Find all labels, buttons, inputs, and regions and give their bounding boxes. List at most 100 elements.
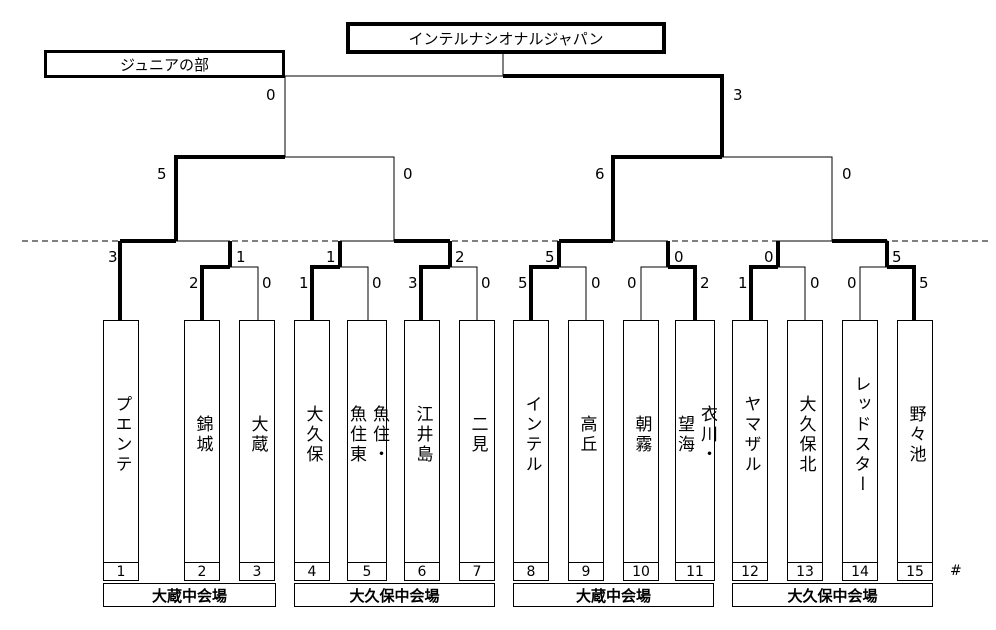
score-team-15: 5 — [919, 274, 929, 292]
champion-box: インテルナシオナルジャパン — [346, 22, 666, 54]
score-team-5: 0 — [372, 274, 382, 292]
team-number-15: 15 — [898, 562, 932, 580]
line-team-2 — [200, 265, 230, 322]
team-box-6: 江井島 6 — [404, 320, 440, 581]
score-m23: 1 — [236, 248, 246, 266]
team-name-col1: 魚住・ — [369, 405, 389, 465]
champion-name: インテルナシオナルジャパン — [408, 29, 604, 48]
line-team-13 — [778, 266, 806, 322]
team-name-5: 魚住・魚住東 — [346, 321, 389, 549]
team-number-14: 14 — [843, 562, 877, 580]
team-name-12: ヤマザル — [740, 395, 761, 475]
footnote-mark: # — [950, 563, 962, 579]
division-label: ジュニアの部 — [120, 55, 209, 74]
team-name-7: 二見 — [467, 415, 488, 455]
team-number-6: 6 — [405, 562, 439, 580]
line-team-14 — [859, 266, 887, 322]
team-box-7: 二見 7 — [459, 320, 495, 581]
score-s1: 5 — [157, 165, 167, 183]
team-name-8: インテル — [521, 395, 542, 475]
score-m67: 2 — [455, 248, 465, 266]
team-box-1: プエンテ 1 — [103, 320, 139, 581]
score-f2: 3 — [733, 86, 743, 104]
score-team-3: 0 — [262, 274, 272, 292]
team-name-14: レッドスター — [850, 375, 871, 495]
s1-right — [285, 156, 395, 241]
score-team-12: 1 — [738, 274, 748, 292]
score-f1: 0 — [266, 86, 276, 104]
line-team-12 — [749, 265, 778, 322]
score-s3: 6 — [595, 165, 605, 183]
team-number-11: 11 — [676, 562, 714, 580]
score-m1011: 0 — [674, 248, 684, 266]
final-left — [284, 75, 503, 157]
team-number-1: 1 — [104, 562, 138, 580]
team-name-col1: 衣川・ — [697, 405, 717, 465]
team-number-7: 7 — [460, 562, 494, 580]
venue-2: 大久保中会場 — [294, 583, 495, 607]
score-m89: 5 — [545, 248, 555, 266]
line-team-3 — [230, 266, 259, 322]
team-box-8: インテル 8 — [513, 320, 549, 581]
score-team-11: 2 — [700, 274, 710, 292]
team-number-3: 3 — [240, 562, 274, 580]
team-box-11: 衣川・望海 11 — [674, 320, 717, 581]
team-box-9: 高丘 9 — [568, 320, 604, 581]
team-name-11: 衣川・望海 — [674, 321, 717, 549]
team-box-4: 大久保 4 — [294, 320, 330, 581]
score-team-6: 3 — [408, 274, 418, 292]
score-team-7: 0 — [481, 274, 491, 292]
team-number-2: 2 — [185, 562, 219, 580]
line-team-7 — [450, 266, 478, 322]
line-team-4 — [310, 265, 340, 322]
line-team-6 — [419, 265, 450, 322]
score-team-9: 0 — [591, 274, 601, 292]
team-name-6: 江井島 — [412, 405, 433, 465]
team-name-1: プエンテ — [111, 395, 132, 475]
team-box-12: ヤマザル 12 — [732, 320, 768, 581]
score-team-1: 3 — [108, 248, 118, 266]
score-m45: 1 — [326, 248, 336, 266]
team-box-14: レッドスター 14 — [842, 320, 878, 581]
team-box-5: 魚住・魚住東 5 — [346, 320, 389, 581]
score-team-2: 2 — [189, 274, 199, 292]
team-name-col2: 望海 — [674, 415, 694, 455]
score-team-10: 0 — [627, 274, 637, 292]
score-team-4: 1 — [299, 274, 309, 292]
line-team-5 — [340, 266, 369, 322]
team-number-5: 5 — [348, 562, 386, 580]
team-name-15: 野々池 — [905, 405, 926, 465]
line-team-8 — [529, 265, 559, 322]
score-s4: 0 — [842, 165, 852, 183]
team-number-10: 10 — [624, 562, 658, 580]
team-name-9: 高丘 — [576, 415, 597, 455]
score-team-13: 0 — [810, 274, 820, 292]
venue-1: 大蔵中会場 — [103, 583, 276, 607]
score-team-8: 5 — [518, 274, 528, 292]
team-box-2: 錦城 2 — [184, 320, 220, 581]
team-name-10: 朝霧 — [631, 415, 652, 455]
venue-3: 大蔵中会場 — [513, 583, 714, 607]
team-number-4: 4 — [295, 562, 329, 580]
score-m1213: 0 — [764, 248, 774, 266]
team-number-13: 13 — [788, 562, 822, 580]
team-number-12: 12 — [733, 562, 767, 580]
line-team-9 — [559, 266, 587, 322]
final-right — [503, 74, 724, 157]
team-number-9: 9 — [569, 562, 603, 580]
s2-right — [722, 156, 833, 241]
team-name-col2: 魚住東 — [346, 405, 366, 465]
score-s2: 0 — [403, 165, 413, 183]
team-name-4: 大久保 — [302, 405, 323, 465]
s2-left — [611, 155, 722, 241]
line-team-11 — [668, 265, 697, 322]
team-name-2: 錦城 — [192, 415, 213, 455]
team-number-8: 8 — [514, 562, 548, 580]
score-team-14: 0 — [847, 274, 857, 292]
line-team-15 — [887, 265, 916, 322]
team-box-10: 朝霧 10 — [623, 320, 659, 581]
s1-left — [174, 155, 285, 241]
